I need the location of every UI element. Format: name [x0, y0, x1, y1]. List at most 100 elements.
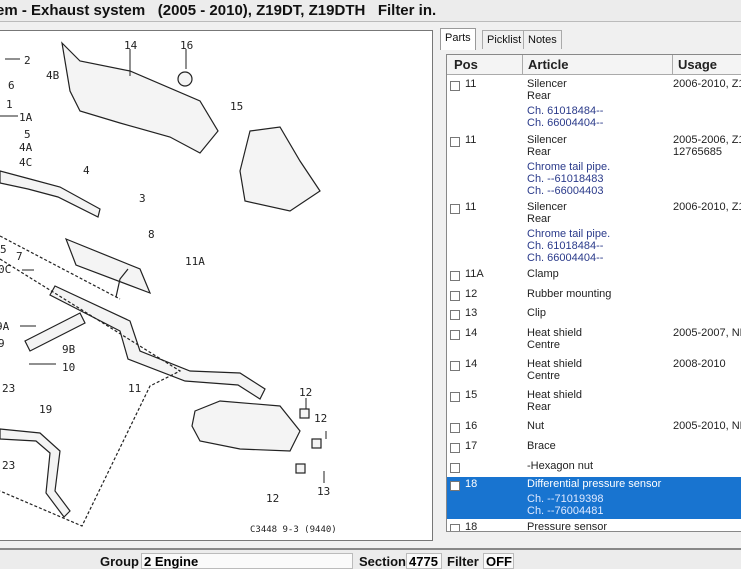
row-checkbox[interactable]: [450, 330, 460, 340]
tab-picklist[interactable]: Picklist: [482, 30, 527, 49]
table-row[interactable]: 11A Clamp: [447, 267, 741, 287]
row-checkbox[interactable]: [450, 81, 460, 91]
table-row[interactable]: 17 Brace: [447, 439, 741, 459]
pos-cell: 17: [465, 440, 478, 452]
usage-line: 2006-2010, Z19: [673, 78, 741, 90]
article-line: Rear: [527, 90, 551, 102]
article-cell: Clamp: [527, 268, 559, 280]
callout-label: 5: [0, 243, 7, 256]
tab-parts[interactable]: Parts: [440, 28, 476, 50]
callout-label: 15: [230, 100, 243, 113]
diagram-drawing: 2 6 1 1A 5 4A 4C 4B 14 16 4 3 8 15 11A 5…: [0, 39, 337, 535]
article-cell: Brace: [527, 440, 556, 452]
pos-cell: 16: [465, 420, 478, 432]
callout-label: 5: [24, 128, 31, 141]
pos-cell: 15: [465, 389, 478, 401]
article-cell: Nut: [527, 420, 544, 432]
article-line: Heat shield: [527, 327, 583, 339]
row-checkbox[interactable]: [450, 310, 460, 320]
callout-label: 0C: [0, 263, 11, 276]
article-line: Rear: [527, 146, 551, 158]
pipe-19: [0, 428, 71, 518]
tab-notes[interactable]: Notes: [523, 30, 562, 49]
callout-label: 13: [317, 485, 330, 498]
article-note: Chrome tail pipe.: [527, 228, 611, 240]
usage-cell: 2008-2010: [673, 358, 726, 370]
article-line: Rear: [527, 213, 551, 225]
callout-label: 12: [266, 492, 279, 505]
callout-label: 23: [2, 459, 15, 472]
usage-line: 2008-2010: [673, 358, 726, 370]
section-value: 4775: [406, 553, 442, 569]
pos-cell: 11A: [465, 268, 484, 280]
row-checkbox[interactable]: [450, 443, 460, 453]
article-note: Ch. --61018483: [527, 173, 604, 185]
callout-label: 1A: [19, 111, 33, 124]
usage-cell: 2006-2010, Z19: [673, 78, 741, 90]
filter-label: Filter: [447, 554, 479, 569]
status-bar: Group 2 Engine Section 4775 Filter OFF: [0, 548, 741, 569]
row-checkbox[interactable]: [450, 271, 460, 281]
filter-value: OFF: [483, 553, 514, 569]
row-checkbox[interactable]: [450, 392, 460, 402]
callout-label: 14: [124, 39, 138, 52]
article-line: Silencer: [527, 134, 567, 146]
column-header-usage[interactable]: Usage: [678, 57, 718, 72]
article-note: Chrome tail pipe.: [527, 161, 611, 173]
article-line: Brace: [527, 440, 556, 452]
row-checkbox[interactable]: [450, 361, 460, 371]
exploded-parts-diagram[interactable]: 2 6 1 1A 5 4A 4C 4B 14 16 4 3 8 15 11A 5…: [0, 30, 433, 541]
front-pipe: [0, 170, 101, 218]
article-line: -Hexagon nut: [527, 460, 594, 472]
article-line: Centre: [527, 370, 561, 382]
usage-cell: 2005-2010, NLS: [673, 420, 741, 432]
row-checkbox[interactable]: [450, 137, 460, 147]
table-header: Pos Article Usage: [447, 55, 741, 75]
row-checkbox[interactable]: [450, 423, 460, 433]
rear-silencer: [191, 400, 301, 452]
row-checkbox[interactable]: [450, 204, 460, 214]
article-line: Rubber mounting: [527, 288, 612, 300]
usage-line: 2006-2010, Z19: [673, 201, 741, 213]
pos-cell: 14: [465, 358, 478, 370]
article-cell: Pressure sensor: [527, 521, 607, 531]
article-line: Rear: [527, 401, 551, 413]
row-checkbox[interactable]: [450, 524, 460, 531]
group-label: Group: [100, 554, 139, 569]
table-row[interactable]: -Hexagon nut: [447, 459, 741, 477]
row-checkbox[interactable]: [450, 291, 460, 301]
article-line: Centre: [527, 339, 561, 351]
usage-cell: 2006-2010, Z19: [673, 201, 741, 213]
brace: [24, 312, 86, 352]
usage-line: 12765685: [673, 146, 722, 158]
callout-label: 9: [0, 337, 5, 350]
usage-line: 2005-2006, Z19: [673, 134, 741, 146]
callout-label: 6: [8, 79, 15, 92]
row-checkbox[interactable]: [450, 481, 460, 491]
column-header-article[interactable]: Article: [523, 55, 673, 75]
row-checkbox[interactable]: [450, 463, 460, 473]
pos-cell: 11: [465, 134, 477, 146]
column-header-pos[interactable]: Pos: [447, 55, 523, 75]
usage-line: 2005-2007, NLS: [673, 327, 741, 339]
callout-label: 16: [180, 39, 193, 52]
callout-label: 11: [128, 382, 141, 395]
article-line: Silencer: [527, 201, 567, 213]
table-row[interactable]: 16 Nut 2005-2010, NLS: [447, 419, 741, 439]
